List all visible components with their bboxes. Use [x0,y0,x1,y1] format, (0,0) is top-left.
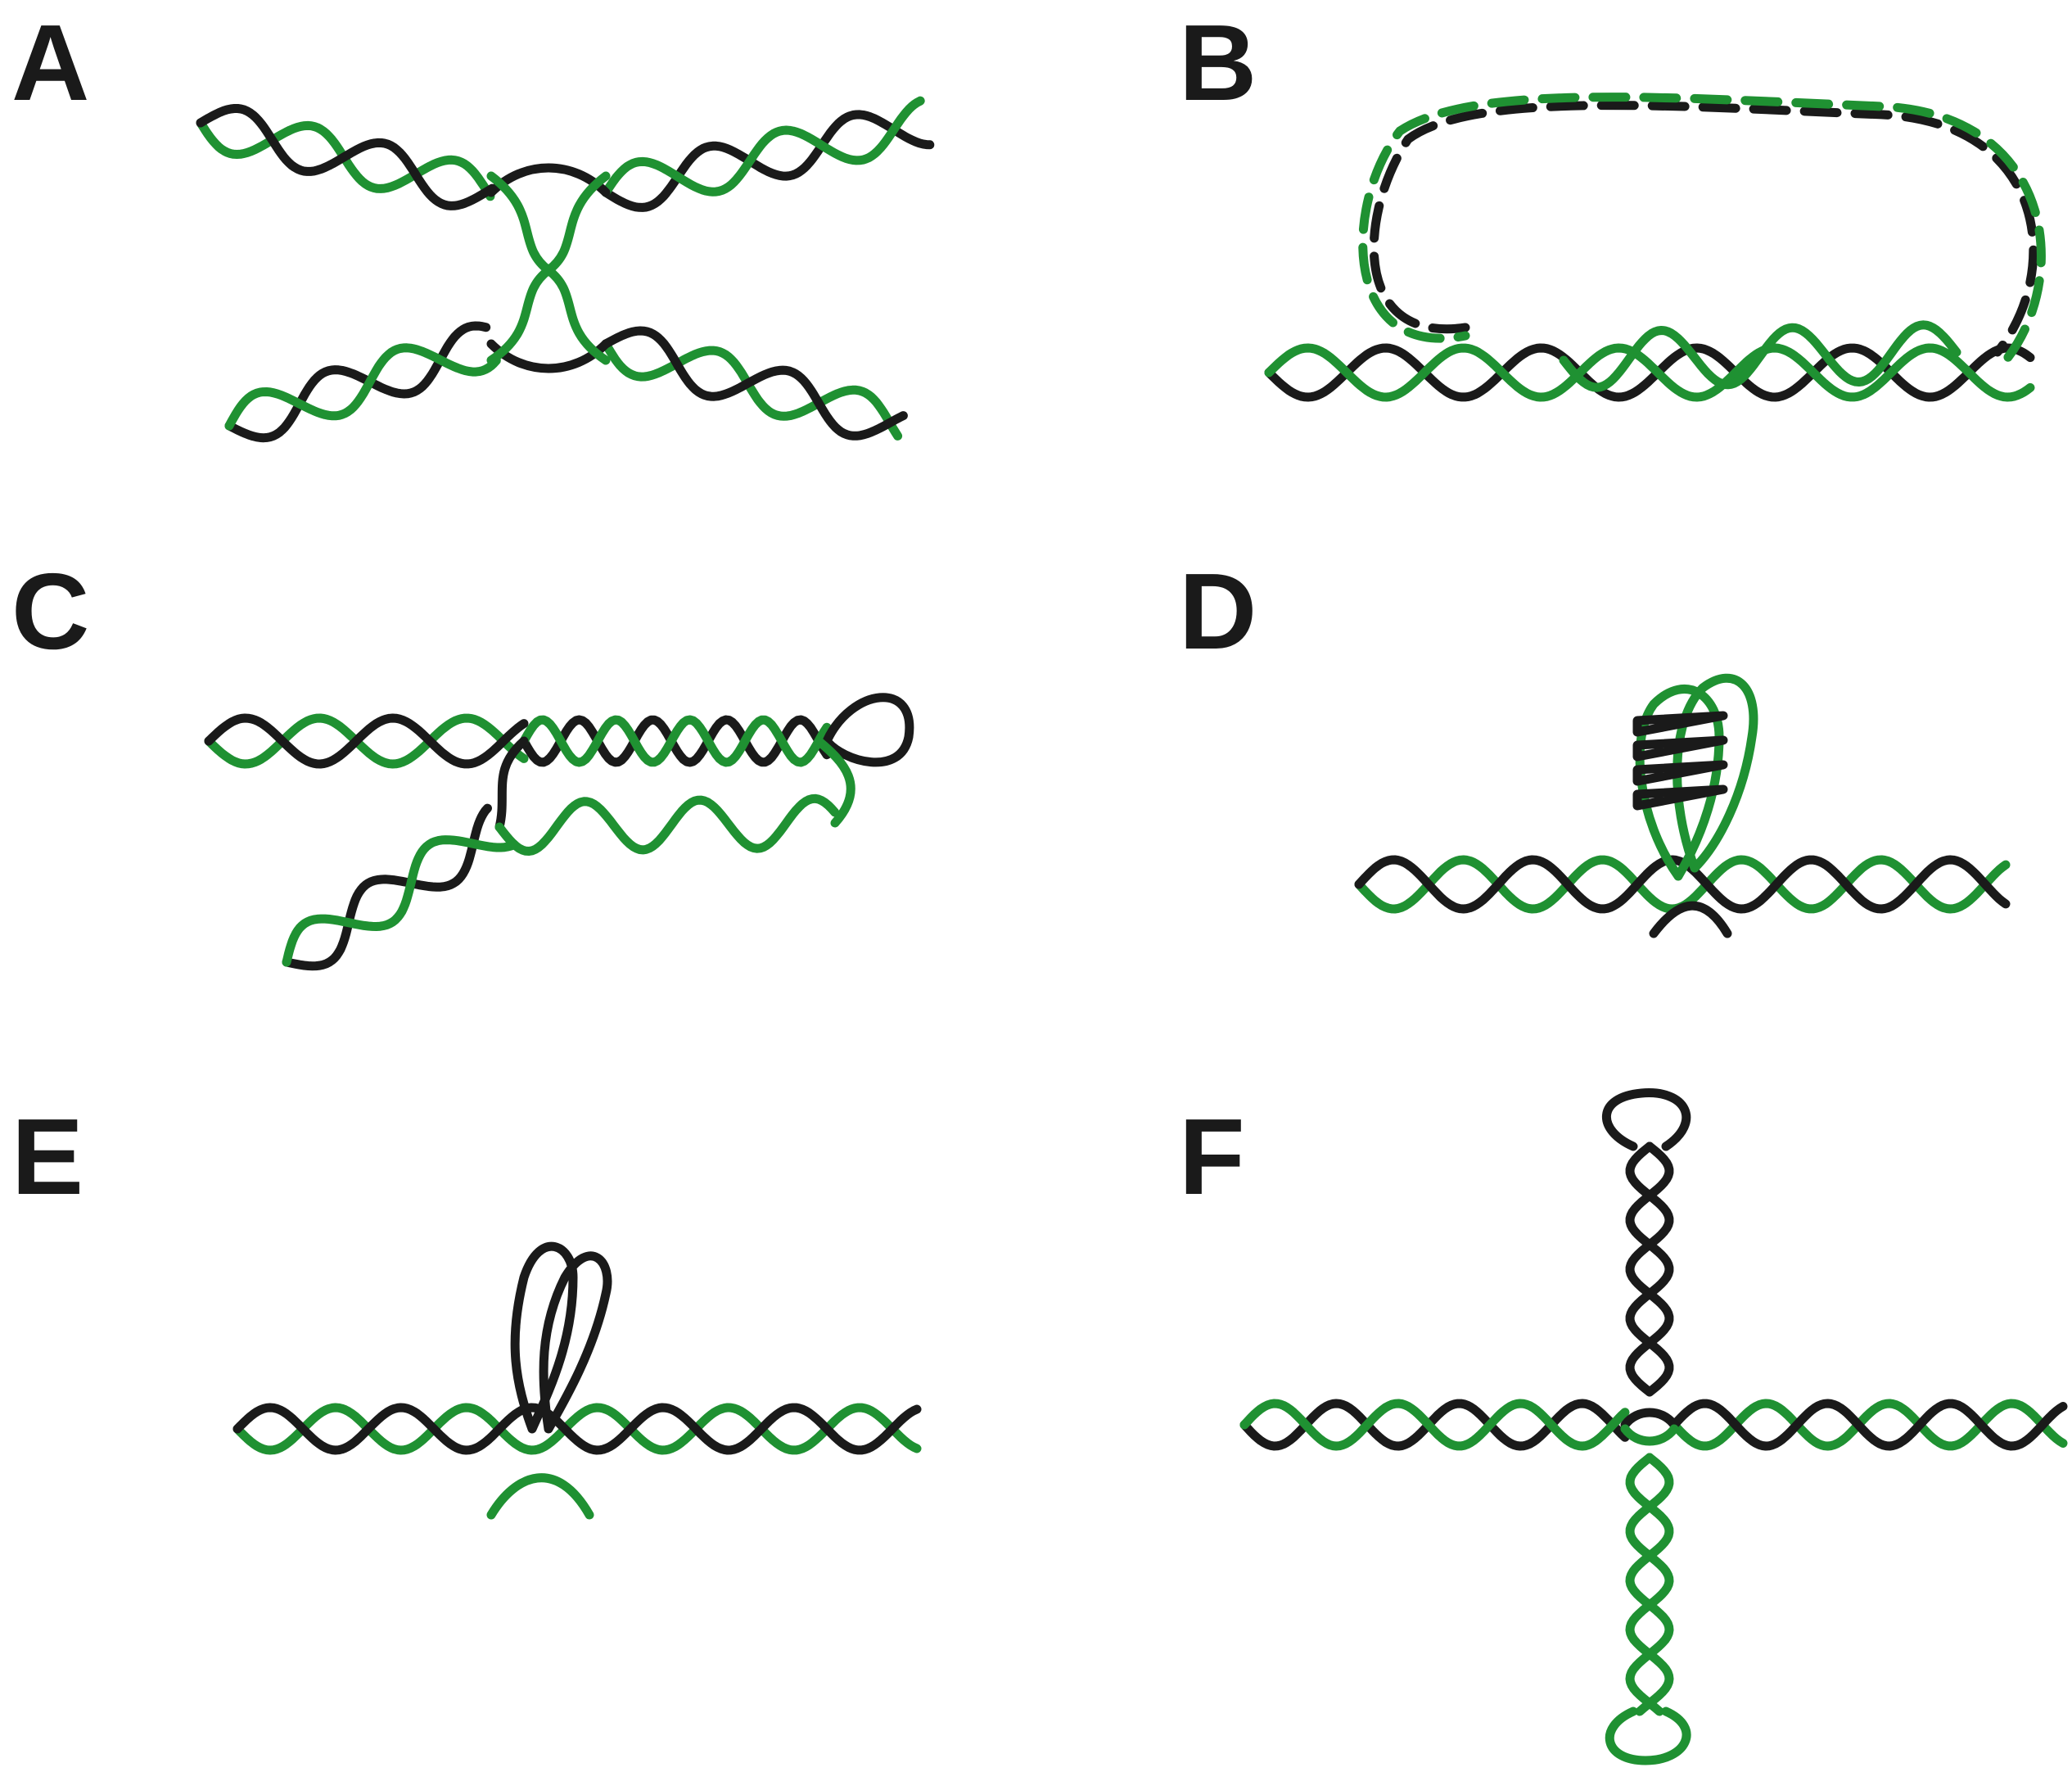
triplex-region-strand-1 [519,715,832,767]
duplex-left-strand-1 [204,713,529,769]
panel-label-e: E [11,1096,84,1217]
junction-green-crossover [486,171,611,365]
arm-bottom-right-strand-2 [601,326,908,441]
displaced-green-strand [1559,320,1961,392]
strand-link [494,736,529,832]
g-tetrad-4 [1632,784,1728,811]
duplex-strand-1 [232,1403,922,1455]
hairpin-loop-2 [539,1251,612,1434]
junction-black [1620,1408,1679,1430]
stem-up-strand-2 [1625,1141,1674,1397]
stem-down-loop [1605,1706,1691,1765]
panel-label-f: F [1179,1096,1245,1217]
panel-label-a: A [11,2,89,123]
triplex-end-loop [822,693,914,767]
green-tail [486,1473,594,1520]
g-tetrad-1 [1632,711,1728,737]
panel-e-hairpin-structure [232,1241,922,1520]
stem-up-loop [1601,1088,1691,1151]
arm-top-right-strand-2 [601,96,925,197]
arm-bottom-left-strand-2 [224,343,501,431]
bottom-duplex-strand-2 [1264,343,2035,402]
arm-top-left-strand-2 [196,104,497,210]
junction-green [1620,1424,1679,1446]
arm-left-strand-2 [1239,1399,1630,1451]
arm-right-strand-2 [1669,1399,2068,1451]
stem-down-strand-1 [1625,1453,1674,1716]
arm-top-right-strand-1 [601,110,935,212]
duplex-left-strand-2 [204,713,529,769]
panel-label-c: C [11,551,89,671]
stem-down-strand-2 [1625,1453,1674,1716]
hairpin-loop-1 [510,1241,578,1434]
black-tail [1649,901,1732,938]
panel-label-d: D [1179,551,1257,671]
loop-black-strand [1369,101,2038,357]
panel-label-b: B [1179,2,1257,123]
panel-b-d-loop [1264,93,2046,402]
panel-f-cruciform [1239,1088,2068,1765]
panel-a-holliday-junction [196,96,935,443]
green-return [814,736,855,828]
bottom-duplex-strand-1 [1264,343,2035,402]
single-green-strand [494,793,840,856]
panel-c-triplex-structure [204,693,914,971]
g-tetrad-3 [1632,760,1728,786]
arm-right-strand-1 [1669,1399,2068,1451]
duplex-strand-2 [232,1403,922,1455]
g-tetrad-2 [1632,735,1728,762]
arm-bottom-left-strand-1 [224,321,491,443]
duplex-lower-left-strand-1 [282,803,492,971]
panel-d-g-quadruplex [1354,673,2011,938]
stem-up-strand-1 [1625,1141,1674,1397]
arm-bottom-right-strand-1 [601,339,903,441]
duplex-lower-left-strand-2 [282,835,516,967]
triplex-region-strand-2 [519,715,832,767]
loop-green-strand [1358,93,2046,365]
